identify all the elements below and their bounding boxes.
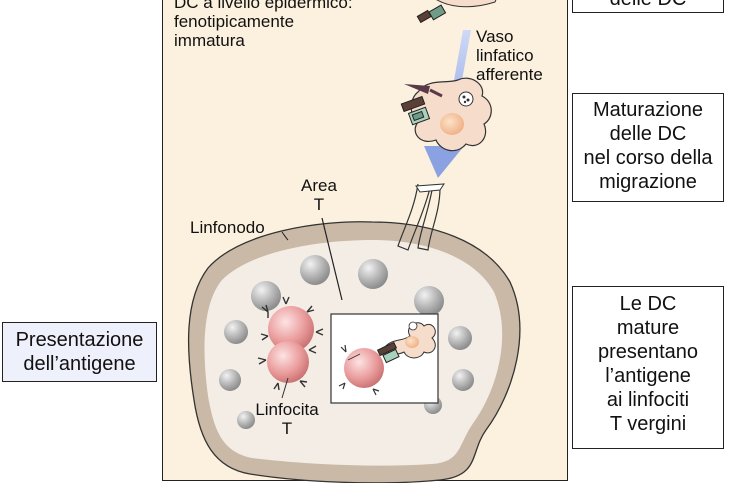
lymphocyte-label-line2: T [281, 419, 293, 438]
vessel-label: Vaso linfatico afferente [476, 27, 543, 84]
migrating-dc-icon [400, 77, 492, 152]
maturation-box-line3: nel corso della [583, 147, 713, 169]
follicle [300, 255, 330, 285]
follicle [358, 259, 388, 289]
mature-dc-box-line4: l’antigene [605, 365, 691, 387]
maturation-box: Maturazione delle DC nel corso della mig… [572, 93, 724, 202]
t-area-inset [330, 313, 439, 404]
vessel-label-line1: Vaso [476, 27, 514, 46]
follicle [448, 326, 472, 350]
area-t-label-line1: Area [301, 176, 337, 195]
follicle [414, 286, 444, 316]
node-leader [281, 231, 289, 241]
lymph-node-label: Linfonodo [190, 218, 265, 237]
epidermal-dc-box: delle DC [572, 0, 724, 13]
epidermal-dc-label: DC a livello epidermico: fenotipicamente… [174, 0, 353, 50]
follicle [219, 369, 241, 391]
epidermal-dc-box-text: delle DC [573, 0, 723, 11]
maturation-box-line2: delle DC [609, 123, 687, 145]
afferent-vessel [397, 183, 445, 251]
mature-dc-box-line1: Le DC [619, 293, 677, 315]
vessel-label-line3: afferente [476, 65, 543, 84]
maturation-box-line4: migrazione [599, 171, 697, 193]
mature-dc-box: Le DC mature presentano l’antigene ai li… [572, 286, 724, 449]
area-t-leader [321, 217, 343, 301]
epidermal-dc-icon [416, 0, 497, 24]
t-lymphocytes [257, 296, 324, 399]
mature-dc-box-line5: ai linfociti [606, 389, 690, 411]
follicle [237, 411, 255, 429]
epidermal-dc-line3: immatura [174, 31, 245, 50]
presentation-box: Presentazione dell’antigene [2, 322, 157, 382]
follicle [251, 281, 281, 311]
epidermal-dc-line2: fenotipicamente [174, 12, 295, 31]
mature-dc-box-line6: T vergini [609, 413, 687, 435]
maturation-box-line1: Maturazione [592, 99, 704, 121]
mature-dc-box-line2: mature [616, 317, 680, 339]
vessel-label-line2: linfatico [476, 46, 534, 65]
area-t-label: Area T [294, 176, 344, 214]
area-t-label-line2: T [313, 195, 325, 214]
epidermal-dc-line1: DC a livello epidermico: [174, 0, 353, 12]
lymphocyte-label-line1: Linfocita [255, 400, 319, 419]
follicle [224, 320, 248, 344]
presentation-box-line1: Presentazione [15, 329, 144, 351]
mature-dc-box-line3: presentano [597, 341, 699, 363]
follicle [452, 369, 474, 391]
presentation-box-line2: dell’antigene [23, 353, 136, 375]
lymphocyte-label: Linfocita T [244, 400, 330, 438]
